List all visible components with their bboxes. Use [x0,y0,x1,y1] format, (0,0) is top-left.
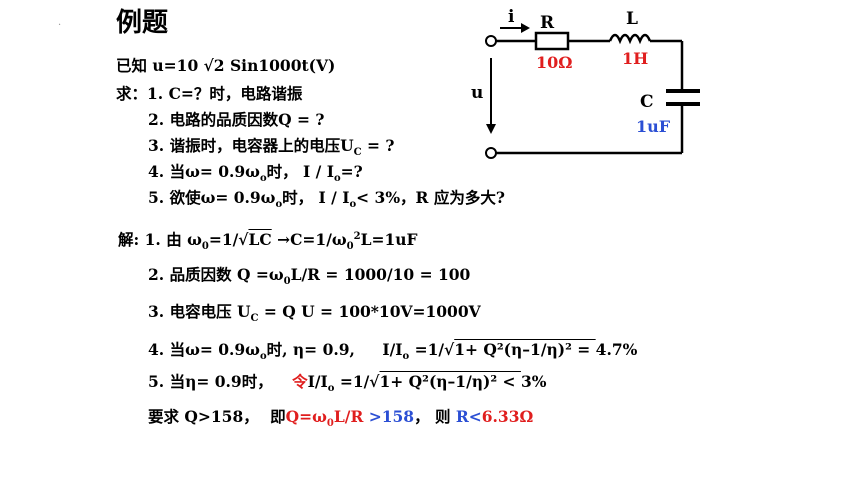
question-1-text: 1. C=？时，电路谐振 [147,84,303,103]
given-statement: 已知 u=10 √2 Sin1000t(V) [116,56,336,75]
s6-red3: 6.33Ω [481,407,534,426]
resistor-value: 10Ω [536,53,573,72]
s5-radicand: 1+ Q²(η–1/η)² < [379,372,521,391]
s1-sub2: 0 [346,241,354,253]
resistor [534,31,570,51]
s4-mid: 时, η= 0.9, [266,340,355,359]
q5-mid: 时， I / I [282,188,350,207]
solution-5: 5. 当η= 0.9时， 令I/Io =1/√1+ Q²(η–1/η)² < 3… [148,370,546,394]
q3-text: 3. 谐振时，电容器上的电压U [148,136,354,155]
s4-sub: o [259,351,267,363]
terminal-top [485,35,497,47]
questions-label: 求： [116,84,148,103]
question-2: 2. 电路的品质因数Q = ? [148,110,325,129]
current-arrow-head [521,23,530,33]
s4-expr-sub: o [402,351,410,363]
inductor-value: 1H [622,49,648,68]
s6-red-sub: 0 [326,418,334,430]
current-label: i [508,7,515,27]
s5-expr-sub: o [327,383,335,395]
s1-sub: 0 [201,241,209,253]
capacitor-value: 1uF [636,117,671,136]
question-3: 3. 谐振时，电容器上的电压UC = ? [148,134,394,158]
q4-mid: 时， I / I [266,162,334,181]
q4-post: =? [340,162,363,181]
s2-post: L/R = 1000/10 = 100 [290,265,471,284]
question-5: 5. 欲使ω= 0.9ωo时， I / Io< 3%，R 应为多大? [148,186,505,210]
s5-end: 3% [520,372,547,391]
s6-red2: L/R [333,407,369,426]
s6-text: 要求 Q>158， [148,407,259,426]
q4-sub: o [259,173,267,185]
terminal-bottom [485,147,497,159]
s6-blue1: >158 [368,407,415,426]
inductor [608,33,652,45]
q3-sub: C [353,147,362,159]
stray-mark: · [58,20,62,31]
s4-text: 4. 当ω= 0.9ω [148,340,260,359]
q4-text: 4. 当ω= 0.9ω [148,162,260,181]
s6-blue2: R< [455,407,482,426]
s2-text: 2. 品质因数 Q =ω [148,265,284,284]
s3-sub: C [250,313,259,325]
solution-2: 2. 品质因数 Q =ω0L/R = 1000/10 = 100 [148,263,470,287]
voltage-label: u [471,83,483,103]
question-4: 4. 当ω= 0.9ωo时， I / Io=? [148,160,363,184]
s6-ji: 即 [270,407,286,426]
q4-sub2: o [333,173,341,185]
rlc-circuit-diagram: i R 10Ω L 1H C 1uF u [471,7,700,159]
s1-mid: =1/√ [208,230,249,249]
solution-1: 解: 1. 由 ω0=1/√LC →C=1/ω02L=1uF [118,228,418,252]
s4-end: 4.7% [595,340,638,359]
s5-red: 令 [292,372,308,391]
q5-text: 5. 欲使ω= 0.9ω [148,188,276,207]
solution-4: 4. 当ω= 0.9ωo时, η= 0.9, I/Io =1/√1+ Q²(η–… [148,338,637,362]
s4-radicand: 1+ Q²(η–1/η)² = [454,340,596,359]
q5-sub: o [275,199,283,211]
solution-6: 要求 Q>158， 即Q=ω0L/R >158， 则 R<6.33Ω [148,405,533,429]
s3-post: = Q U = 100*10V=1000V [258,302,481,321]
voltage-arrow-head [486,124,496,134]
s6-ze: ， 则 [414,407,456,426]
solution-3: 3. 电容电压 UC = Q U = 100*10V=1000V [148,300,481,324]
capacitor-label: C [640,92,654,112]
page-title: 例题 [116,8,169,38]
question-1: 求：1. C=？时，电路谐振 [116,82,302,104]
s1-text: 解: 1. 由 ω [118,230,202,249]
s3-text: 3. 电容电压 U [148,302,251,321]
s5-text: 5. 当η= 0.9时， [148,372,273,391]
inductor-label: L [626,9,638,29]
q5-sub2: o [349,199,357,211]
s5-expr: I/I [307,372,328,391]
s4-expr: I/I [382,340,403,359]
s2-sub: 0 [283,276,291,288]
s4-expr-mid: =1/√ [409,340,455,359]
s6-red1: Q=ω [285,407,327,426]
q5-post: < 3%，R 应为多大? [356,188,505,207]
s1-radicand: LC [248,230,272,249]
s1-end: L=1uF [360,230,418,249]
s5-expr-mid: =1/√ [334,372,380,391]
s1-post: →C=1/ω [271,230,347,249]
resistor-label: R [540,13,555,33]
s1-sup: 2 [353,230,361,242]
q3-post: = ? [361,136,395,155]
